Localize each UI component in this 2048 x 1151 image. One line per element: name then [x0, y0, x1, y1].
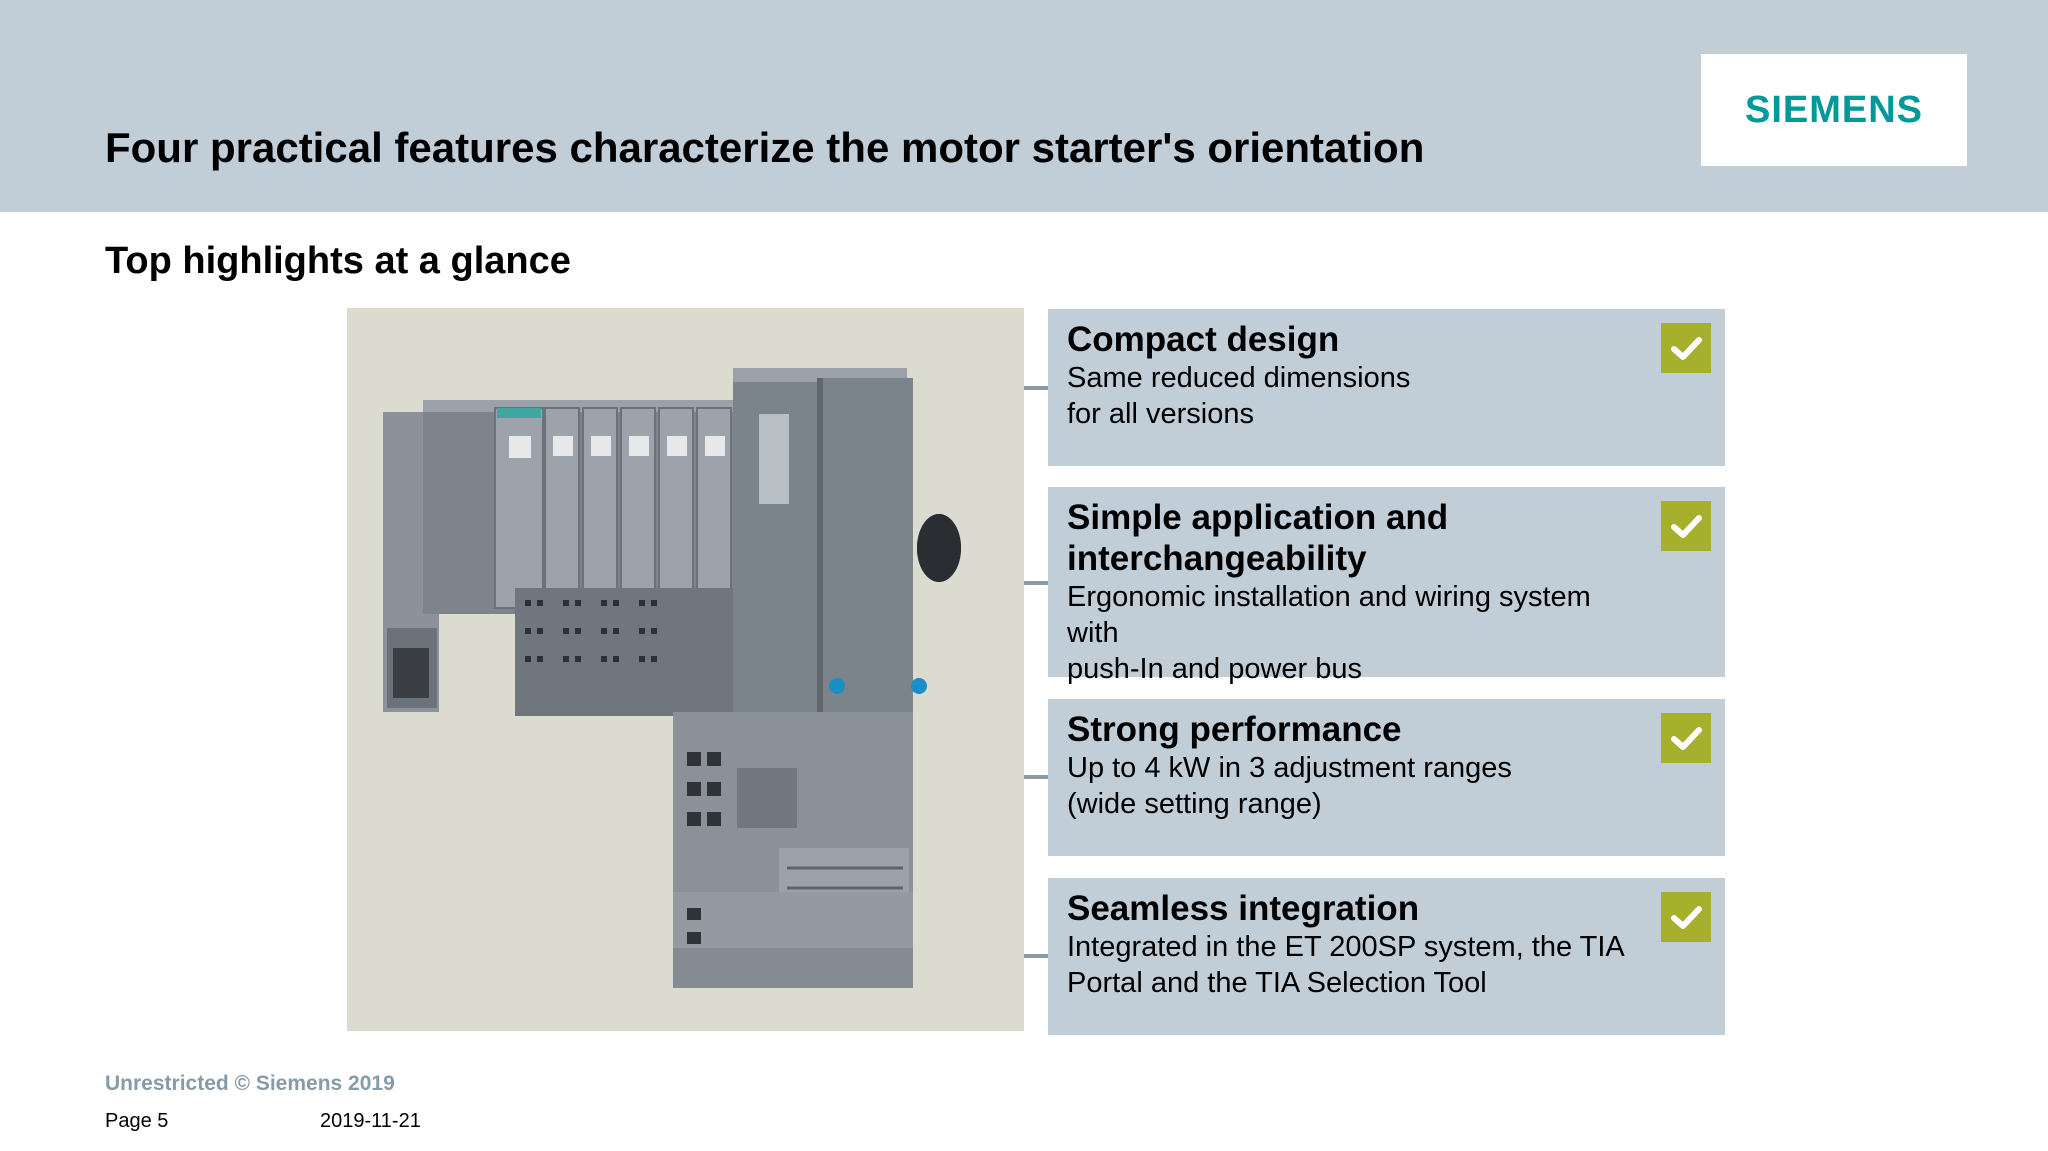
connector-line: [1024, 775, 1048, 779]
connector-line: [1024, 581, 1048, 585]
checkmark-icon: [1661, 892, 1711, 942]
connector-line: [1024, 386, 1048, 390]
feature-body-line: Ergonomic installation and wiring system…: [1067, 581, 1591, 649]
checkmark-icon: [1661, 713, 1711, 763]
feature-body-line: Same reduced dimensions: [1067, 362, 1411, 394]
feature-body-line: Integrated in the ET 200SP system, the T…: [1067, 931, 1625, 963]
feature-body-line: Portal and the TIA Selection Tool: [1067, 967, 1487, 999]
feature-card-seamless-integration: Seamless integration Integrated in the E…: [1048, 878, 1725, 1035]
feature-body-line: for all versions: [1067, 398, 1254, 430]
logo-text: SIEMENS: [1744, 89, 1924, 131]
feature-title: Strong performance: [1067, 710, 1402, 749]
feature-card-simple-application: Simple application and interchangeabilit…: [1048, 487, 1725, 685]
slide-title: Four practical features characterize the…: [105, 124, 1425, 171]
feature-title: Compact design: [1067, 320, 1340, 359]
product-image: [347, 308, 1024, 1031]
feature-card-strong-performance: Strong performance Up to 4 kW in 3 adjus…: [1048, 699, 1725, 856]
checkmark-icon: [1661, 323, 1711, 373]
feature-body-line: push-In and power bus: [1067, 653, 1363, 685]
feature-title: Simple application and interchangeabilit…: [1067, 498, 1449, 578]
motor-starter-illustration: [347, 308, 1024, 1031]
footer-page-number: Page 5: [105, 1110, 169, 1132]
section-subtitle: Top highlights at a glance: [105, 240, 571, 282]
checkmark-icon: [1661, 501, 1711, 551]
feature-title: Seamless integration: [1067, 889, 1420, 928]
feature-body-line: Up to 4 kW in 3 adjustment ranges: [1067, 752, 1512, 784]
feature-body-line: (wide setting range): [1067, 788, 1322, 820]
footer-copyright: Unrestricted © Siemens 2019: [105, 1072, 395, 1095]
feature-card-compact-design: Compact design Same reduced dimensions f…: [1048, 309, 1725, 466]
connector-line: [1024, 954, 1048, 958]
footer-date: 2019-11-21: [320, 1110, 421, 1132]
siemens-logo: SIEMENS: [1701, 54, 1967, 166]
